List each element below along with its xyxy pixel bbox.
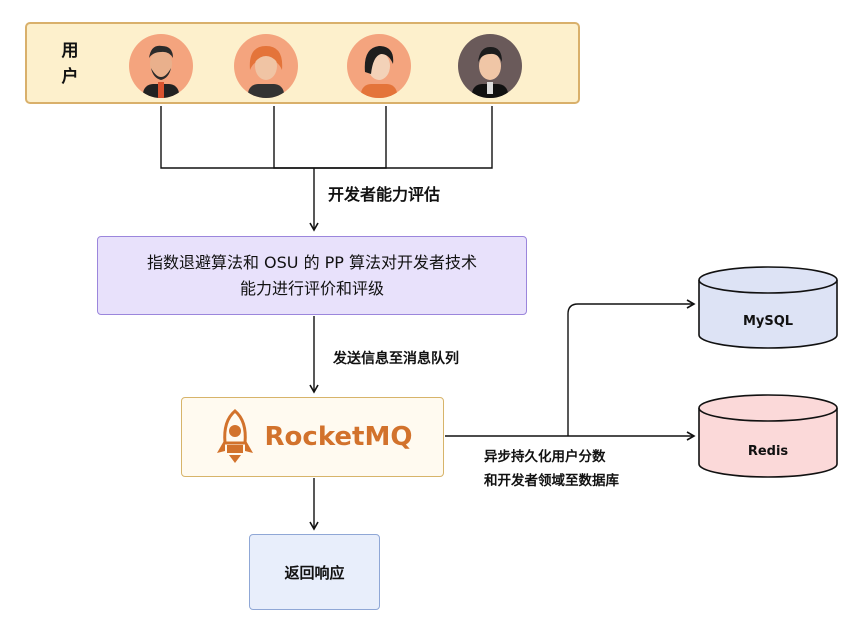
algorithm-line-1: 指数退避算法和 OSU 的 PP 算法对开发者技术 <box>146 252 478 272</box>
user2-connector <box>273 106 493 169</box>
user-avatar-1 <box>129 34 193 98</box>
rocket-icon <box>216 409 253 463</box>
redis-label: Redis <box>747 444 789 459</box>
mysql-label: MySQL <box>742 314 794 329</box>
algorithm-box: 指数退避算法和 OSU 的 PP 算法对开发者技术 能力进行评价和评级 <box>97 236 527 315</box>
edge-label-persist: 异步持久化用户分数 和开发者领域至数据库 <box>484 445 619 493</box>
edge-label-evaluate: 开发者能力评估 <box>328 185 441 204</box>
users-label: 用户 <box>61 41 79 87</box>
user-avatar-3 <box>347 34 411 98</box>
edge-label-send: 发送信息至消息队列 <box>333 351 459 367</box>
response-label: 返回响应 <box>284 563 345 582</box>
user-avatar-4 <box>458 34 522 98</box>
mysql-database-icon <box>698 266 838 349</box>
user-avatar-2 <box>234 34 298 98</box>
algorithm-line-2: 能力进行评价和评级 <box>239 278 384 298</box>
persist-line-1: 异步持久化用户分数 <box>484 449 606 465</box>
rocketmq-box: RocketMQ <box>181 397 444 477</box>
redis-database-icon <box>698 394 838 478</box>
mysql-arrow <box>567 299 696 436</box>
response-box: 返回响应 <box>249 534 380 610</box>
rocketmq-wordmark: RocketMQ <box>264 422 413 452</box>
persist-line-2: 和开发者领域至数据库 <box>484 473 619 489</box>
